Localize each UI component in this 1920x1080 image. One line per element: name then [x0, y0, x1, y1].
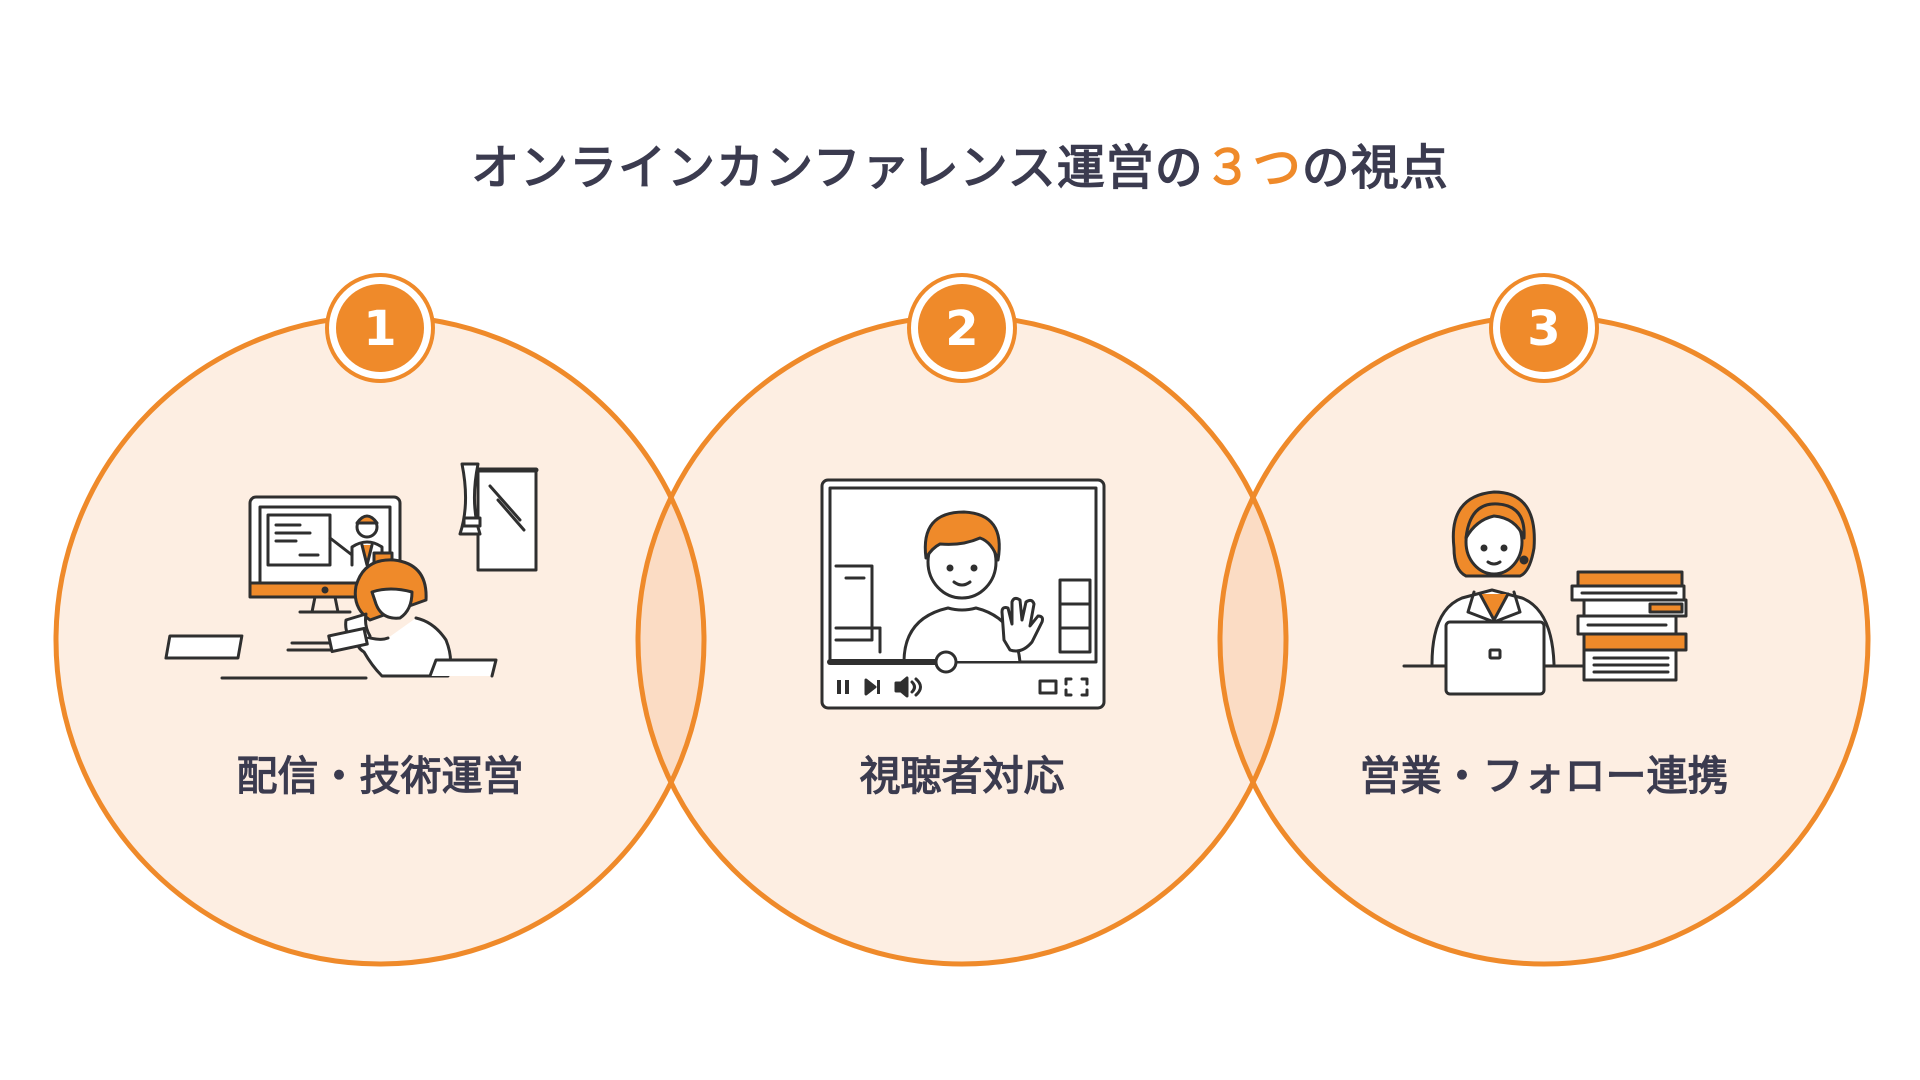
number-badge-2: 2 [907, 273, 1017, 383]
badge-number-1: 1 [363, 301, 396, 357]
page-title: オンラインカンファレンス運営の３つの視点 [0, 128, 1920, 198]
badge-number-2: 2 [945, 301, 978, 357]
title-main: オンラインカンファレンス運営の [471, 140, 1204, 196]
circle-label-1: 配信・技術運営 [237, 752, 524, 800]
circle-label-3: 営業・フォロー連携 [1360, 752, 1729, 800]
badge-number-3: 3 [1527, 301, 1560, 357]
title-tail: の視点 [1301, 140, 1449, 196]
number-badge-1: 1 [325, 273, 435, 383]
woman-at-computer-with-online-lecture-icon [164, 462, 539, 680]
circle-label-2: 視聴者対応 [860, 752, 1065, 800]
number-badge-3: 3 [1489, 273, 1599, 383]
title-accent: ３つ [1203, 140, 1302, 196]
woman-with-laptop-and-books-icon [1402, 490, 1688, 696]
video-player-with-waving-man-icon [820, 478, 1106, 710]
